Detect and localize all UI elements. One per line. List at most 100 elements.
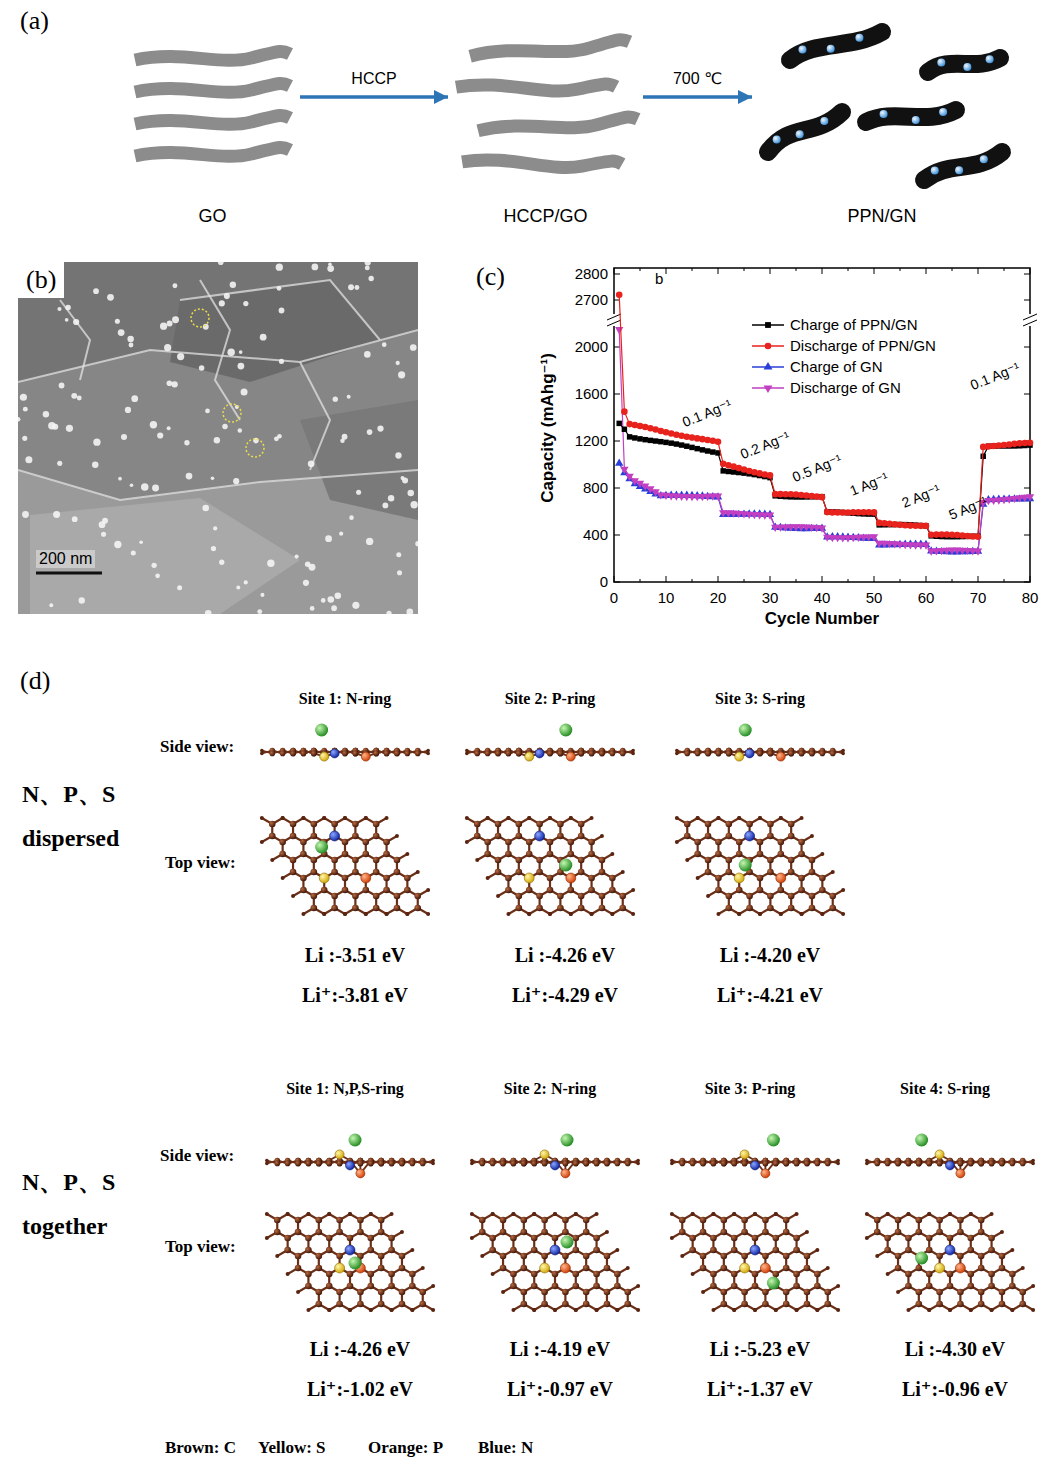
top-view-structure (757, 875, 764, 882)
nanoparticle (820, 117, 828, 125)
top-view-structure (715, 887, 722, 894)
top-view-structure (726, 833, 733, 840)
data-marker (991, 443, 996, 448)
sem-image (327, 265, 334, 272)
side-view-structure (290, 751, 296, 757)
axis-tick (718, 576, 719, 582)
sem-image (365, 265, 370, 270)
top-view-structure (726, 905, 733, 912)
side-view-structure (757, 751, 763, 757)
data-marker (658, 439, 663, 444)
sem-image (230, 282, 236, 288)
top-view-structure (788, 833, 795, 840)
top-view-structure (364, 816, 368, 820)
side-view-structure (369, 1162, 373, 1166)
data-marker (726, 469, 731, 474)
sem-image (131, 395, 138, 402)
sem-image (328, 262, 332, 266)
side-view-structure (301, 751, 307, 757)
data-marker (870, 534, 878, 541)
side-view-structure (337, 1161, 343, 1167)
sem-image (52, 424, 58, 430)
data-marker (871, 509, 878, 516)
sem-image (22, 511, 29, 518)
top-view-structure (414, 905, 421, 912)
top-view-structure (362, 839, 369, 846)
side-view-structure (384, 751, 390, 757)
side-view-structure (378, 1161, 384, 1167)
sem-image (199, 365, 205, 371)
axis-tick (614, 535, 620, 536)
sem-image (367, 429, 373, 435)
top-view-structure (290, 857, 297, 864)
top-view-structure (495, 857, 502, 864)
axis-tick (900, 579, 901, 582)
sem-image (233, 478, 239, 484)
top-view-structure (364, 912, 368, 916)
axis-tick (848, 268, 849, 271)
data-marker (814, 494, 819, 499)
top-view-structure (260, 816, 430, 916)
side-view-structure (809, 751, 815, 757)
top-view-structure (475, 858, 479, 862)
top-view-structure (352, 821, 359, 828)
top-view-structure (599, 905, 606, 912)
top-view-structure (810, 834, 814, 838)
sem-image (20, 394, 27, 401)
side-view-structure (820, 751, 826, 757)
top-view-structure (279, 851, 286, 858)
sem-image (219, 560, 224, 565)
top-view-structure (331, 821, 338, 828)
data-marker (970, 534, 975, 539)
top-view-structure (767, 905, 774, 912)
top-view-structure (631, 912, 635, 916)
sem-image (321, 598, 326, 603)
data-marker (694, 446, 699, 451)
axis-tick (614, 394, 620, 395)
sem-image (101, 532, 106, 537)
data-series (619, 295, 1030, 537)
side-view-structure (516, 751, 522, 757)
sem-image (139, 540, 143, 544)
top-view-structure (383, 875, 390, 882)
sem-image (224, 293, 230, 299)
top-view-structure (331, 857, 338, 864)
top-view-structure (736, 887, 743, 894)
nanoparticle (880, 110, 888, 118)
side-view-structure (589, 751, 595, 757)
sem-image (25, 456, 32, 463)
axis-tick (640, 268, 641, 271)
data-marker (627, 434, 632, 439)
data-marker (700, 447, 705, 452)
side-view-structure (558, 751, 564, 757)
side-view-structure (353, 751, 359, 757)
top-view-structure (547, 851, 554, 858)
top-view-structure (767, 869, 774, 876)
top-view-structure (364, 816, 368, 820)
top-view-structure (610, 912, 614, 916)
axis-break (1024, 314, 1036, 326)
top-view-structure (260, 840, 264, 844)
axis-tick (614, 274, 620, 275)
top-view-structure (610, 852, 614, 856)
top-view-structure (788, 893, 795, 900)
top-view-structure (343, 912, 347, 916)
top-view-structure (800, 912, 804, 916)
top-view-structure (536, 869, 543, 876)
sem-image (184, 440, 189, 445)
data-marker (684, 443, 689, 448)
side-view-structure (421, 1162, 425, 1166)
top-view-structure (506, 816, 510, 820)
axis-tick (1024, 394, 1030, 395)
side-view-structure (399, 1161, 405, 1167)
side-view-structure (395, 752, 399, 756)
data-marker (689, 445, 694, 450)
axis-tick (666, 576, 667, 582)
top-view-structure (373, 893, 380, 900)
dopant-atom (524, 873, 534, 883)
top-view-structure (322, 816, 326, 820)
top-view-structure (486, 816, 490, 820)
top-view-structure (394, 869, 401, 876)
sem-image (125, 407, 131, 413)
axis-tick (614, 488, 620, 489)
